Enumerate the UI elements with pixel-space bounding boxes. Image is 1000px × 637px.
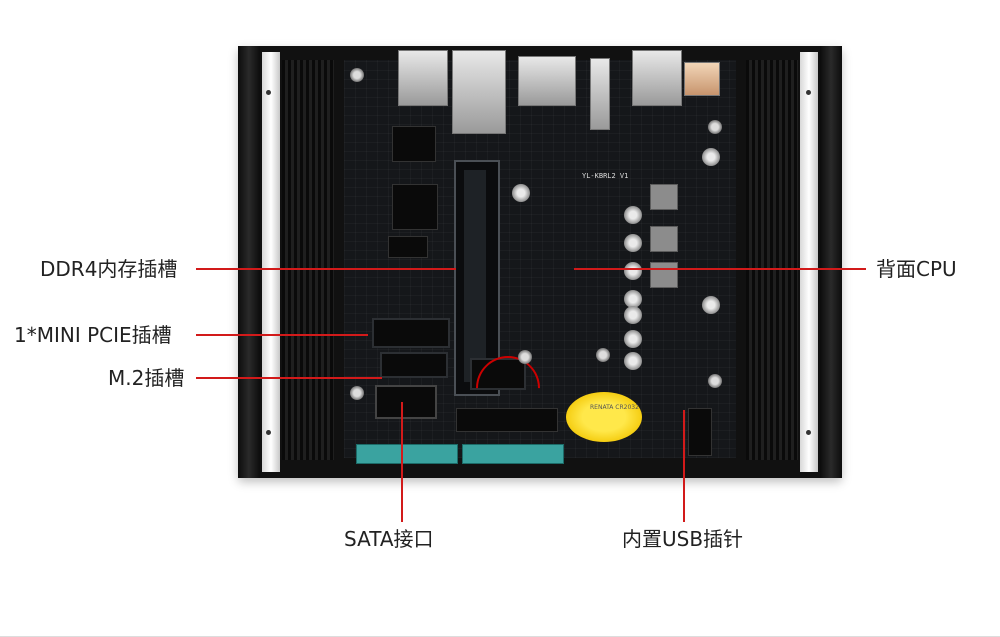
dc-power-port xyxy=(398,50,448,106)
controller-chip xyxy=(392,126,436,162)
chassis-screw xyxy=(266,90,271,95)
usb-port-stack xyxy=(632,50,682,106)
m2-slot xyxy=(380,352,448,378)
chassis-screw xyxy=(266,430,271,435)
capacitor xyxy=(702,296,720,314)
battery-marking: RENATA CR2032 xyxy=(590,404,639,411)
capacitor xyxy=(512,184,530,202)
teal-connector xyxy=(462,444,564,464)
pin-header xyxy=(388,236,428,258)
ddr4-slot-label: DDR4内存插槽 xyxy=(40,257,178,281)
capacitor xyxy=(624,330,642,348)
capacitor xyxy=(624,352,642,370)
capacitor xyxy=(624,262,642,280)
mounting-screw xyxy=(708,374,722,388)
chassis-screw xyxy=(806,430,811,435)
sata-port-label: SATA接口 xyxy=(344,527,434,551)
left-chassis-rail xyxy=(238,46,260,478)
pin-header-row xyxy=(456,408,558,432)
power-button xyxy=(590,58,610,130)
cpu-callout-line xyxy=(574,268,866,270)
capacitor xyxy=(624,206,642,224)
usb-header-label: 内置USB插针 xyxy=(622,527,744,551)
usb-port-stack xyxy=(518,56,576,106)
connector-header xyxy=(470,358,526,390)
capacitor xyxy=(702,148,720,166)
cpu-label: 背面CPU xyxy=(876,257,957,281)
usb-c-port xyxy=(684,62,720,96)
m2-slot-label: M.2插槽 xyxy=(108,366,185,390)
usb-header-callout-line xyxy=(683,410,685,522)
mounting-screw xyxy=(518,350,532,364)
teal-connector xyxy=(356,444,458,464)
m2-callout-line xyxy=(196,377,382,379)
mini-pcie-slot-label: 1*MINI PCIE插槽 xyxy=(14,323,172,347)
mounting-screw xyxy=(350,386,364,400)
right-heatsink-fins xyxy=(746,60,798,460)
right-chassis-rail xyxy=(820,46,842,478)
cmos-battery xyxy=(566,392,642,442)
capacitor xyxy=(624,306,642,324)
mounting-screw xyxy=(596,348,610,362)
mini-pcie-slot xyxy=(372,318,450,348)
mini-pcie-callout-line xyxy=(196,334,368,336)
ddr4-callout-line xyxy=(196,268,456,270)
right-aluminum-edge xyxy=(800,52,818,472)
ethernet-port xyxy=(452,50,506,134)
mounting-screw xyxy=(708,120,722,134)
inductor xyxy=(650,226,678,252)
mounting-screw xyxy=(350,68,364,82)
sata-port xyxy=(375,385,437,419)
left-aluminum-edge xyxy=(262,52,280,472)
board-marking: YL-KBRL2 V1 xyxy=(582,172,629,180)
left-heatsink-fins xyxy=(282,60,334,460)
usb-pin-header xyxy=(688,408,712,456)
sata-callout-line xyxy=(401,402,403,522)
capacitor xyxy=(624,234,642,252)
inductor xyxy=(650,184,678,210)
ddr4-slot xyxy=(454,160,500,396)
capacitor xyxy=(624,290,642,308)
io-chip xyxy=(392,184,438,230)
inductor xyxy=(650,262,678,288)
chassis-screw xyxy=(806,90,811,95)
